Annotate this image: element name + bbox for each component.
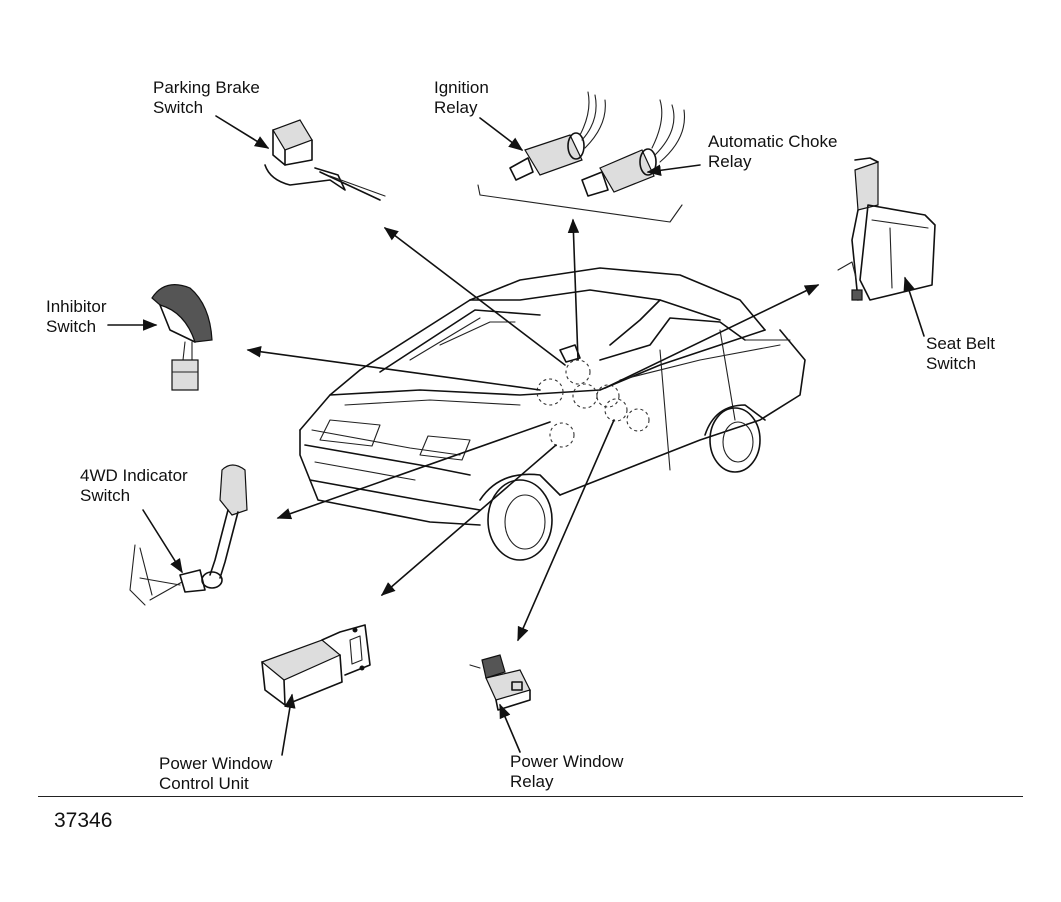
label-line: Switch xyxy=(46,317,97,336)
label-line: Power Window xyxy=(510,752,624,771)
inhibitor-switch-drawing xyxy=(151,284,213,391)
seat-belt-switch-drawing xyxy=(837,157,936,301)
label-line: Switch xyxy=(153,98,204,117)
label-power-window-control-unit: Power Window Control Unit xyxy=(159,754,272,794)
label-line: Relay xyxy=(434,98,478,117)
label-power-window-relay: Power Window Relay xyxy=(510,752,623,792)
label-line: Switch xyxy=(926,354,977,373)
ignition-relay-drawing xyxy=(477,91,683,223)
label-line: Inhibitor xyxy=(46,297,107,316)
caption-divider xyxy=(38,796,1023,797)
label-line: Seat Belt xyxy=(926,334,995,353)
label-inhibitor-switch: Inhibitor Switch xyxy=(46,297,106,337)
label-parking-brake-switch: Parking Brake Switch xyxy=(153,78,260,118)
parking-brake-switch-drawing xyxy=(264,119,386,201)
label-line: Relay xyxy=(510,772,554,791)
power-window-relay-drawing xyxy=(469,654,531,711)
automatic-choke-relay-drawing xyxy=(581,99,686,197)
label-seat-belt-switch: Seat Belt Switch xyxy=(926,334,995,374)
label-line: Switch xyxy=(80,486,131,505)
power-window-control-unit-drawing xyxy=(260,624,371,706)
location-arrows xyxy=(246,218,820,642)
label-ignition-relay: Ignition Relay xyxy=(434,78,489,118)
label-leaders xyxy=(107,115,925,756)
label-4wd-indicator-switch: 4WD Indicator Switch xyxy=(80,466,188,506)
label-line: Relay xyxy=(708,152,752,171)
label-automatic-choke-relay: Automatic Choke Relay xyxy=(708,132,837,172)
vehicle-outline xyxy=(299,267,806,561)
label-line: Power Window xyxy=(159,754,273,773)
location-markers xyxy=(536,359,650,448)
label-line: Ignition xyxy=(434,78,489,97)
figure-number: 37346 xyxy=(54,809,113,832)
label-line: Parking Brake xyxy=(153,78,260,97)
4wd-indicator-switch-drawing xyxy=(129,464,248,606)
label-line: 4WD Indicator xyxy=(80,466,188,485)
label-line: Automatic Choke xyxy=(708,132,838,151)
label-line: Control Unit xyxy=(159,774,249,793)
